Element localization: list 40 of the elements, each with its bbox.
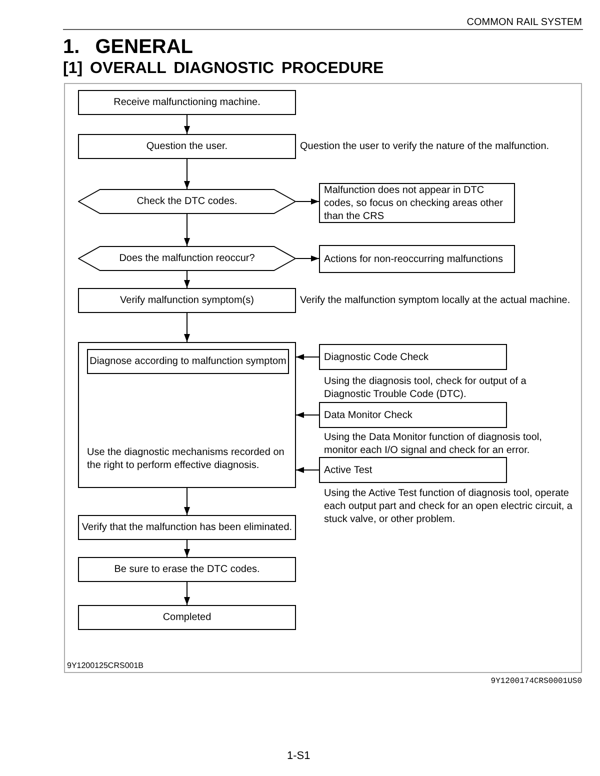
arrow	[184, 488, 190, 516]
process-box	[78, 342, 296, 488]
header-text: COMMON RAIL SYSTEM	[466, 16, 582, 30]
process-box: Diagnostic Code Check	[319, 344, 507, 370]
process-box: Be sure to erase the DTC codes.	[78, 557, 296, 582]
process-box: Active Test	[319, 457, 507, 483]
page-number: 1-S1	[287, 749, 310, 764]
arrow	[184, 270, 190, 288]
description-text: Question the user to verify the nature of the malfunction.	[300, 140, 550, 153]
arrow	[296, 354, 320, 360]
arrow	[296, 467, 320, 473]
arrow	[296, 198, 320, 204]
process-box: Receive malfunctioning machine.	[78, 90, 296, 115]
process-box: Data Monitor Check	[319, 402, 507, 428]
description-text: Using the Data Monitor function of diagnosis tool, monitor each I/O signal and check for an error.	[324, 431, 543, 457]
section-title: 1. GENERAL	[63, 35, 194, 60]
arrow	[184, 540, 190, 558]
process-box: Malfunction does not appear in DTC codes, so focus on checking areas other than the CRS	[319, 183, 515, 223]
process-box: Verify malfunction symptom(s)	[78, 288, 296, 313]
process-box: Diagnose according to malfunction symptom	[87, 349, 289, 374]
description-text: Using the Active Test function of diagnosis tool, operate each output part and check for an open electric circuit, a stuck valve, or other problem.	[324, 487, 574, 526]
arrow	[184, 214, 190, 246]
arrow	[184, 312, 190, 342]
section-subtitle: [1] OVERALL DIAGNOSTIC PROCEDURE	[63, 59, 384, 79]
decision-hexagon: Does the malfunction reoccur?	[78, 246, 296, 271]
box-text: Use the diagnostic mechanisms recorded on the right to perform effective diagnosis.	[87, 446, 286, 472]
arrow	[184, 582, 190, 606]
arrow	[296, 256, 320, 262]
document-code: 9Y1200174CRS0001US0	[490, 676, 582, 688]
arrow	[184, 114, 190, 134]
description-text: Using the diagnosis tool, check for output of a Diagnostic Trouble Code (DTC).	[324, 375, 528, 401]
decision-hexagon: Check the DTC codes.	[78, 189, 296, 214]
process-box: Question the user.	[78, 134, 296, 159]
description-text: Verify the malfunction symptom locally at the actual machine.	[300, 294, 572, 307]
arrow	[296, 412, 320, 418]
process-box: Actions for non-reoccurring malfunctions	[319, 245, 515, 273]
process-box: Completed	[78, 605, 296, 630]
figure-code: 9Y1200125CRS001B	[67, 660, 144, 672]
arrow	[184, 158, 190, 190]
process-box: Verify that the malfunction has been eliminated.	[78, 515, 296, 540]
